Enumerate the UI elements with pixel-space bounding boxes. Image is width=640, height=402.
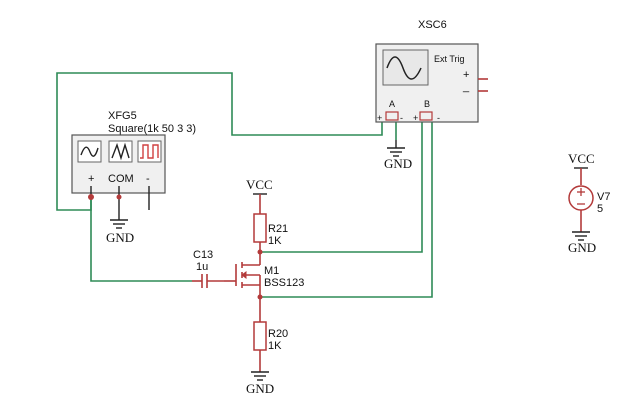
fg-plus-label: + bbox=[88, 173, 94, 185]
wire-fg-plus-to-scope-a bbox=[56, 72, 383, 211]
channel-b-label: B bbox=[424, 99, 430, 109]
mosfet-m1[interactable] bbox=[224, 262, 261, 288]
ext-trig-minus-label: _ bbox=[462, 81, 470, 93]
v7-value-label: 5 bbox=[597, 203, 603, 215]
junction-drain bbox=[257, 249, 263, 255]
oscilloscope-screen bbox=[382, 49, 429, 86]
scope-ref-label: XSC6 bbox=[418, 19, 447, 31]
gnd-symbol-r20 bbox=[251, 371, 269, 381]
r20-ref-label: R20 bbox=[268, 328, 288, 340]
r21-ref-label: R21 bbox=[268, 223, 288, 235]
channel-b-plus-label: + bbox=[413, 113, 418, 123]
junction-source bbox=[257, 294, 263, 300]
vcc-symbol-v7 bbox=[574, 167, 588, 185]
vcc-symbol-main bbox=[253, 193, 267, 214]
square-wave-button[interactable] bbox=[137, 140, 162, 163]
fg-minus-label: - bbox=[146, 173, 150, 185]
oscilloscope-xsc6[interactable]: Ext Trig + _ A B + - + - bbox=[375, 43, 488, 123]
fg-settings-label: Square(1k 50 3 3) bbox=[108, 123, 196, 135]
m1-part-label: BSS123 bbox=[264, 277, 304, 289]
gnd-symbol-fg bbox=[110, 210, 128, 229]
capacitor-c13[interactable] bbox=[192, 274, 224, 288]
v7-ref-label: V7 bbox=[597, 191, 610, 203]
vcc-label-main: VCC bbox=[246, 177, 273, 192]
gnd-symbol-v7 bbox=[572, 231, 590, 241]
fg-plus-terminal[interactable] bbox=[88, 194, 94, 200]
gnd-label-scope: GND bbox=[384, 156, 412, 171]
triangle-wave-icon bbox=[111, 142, 130, 161]
channel-b-minus-label: - bbox=[437, 113, 440, 123]
channel-a-plus-label: + bbox=[377, 113, 382, 123]
gnd-symbol-scope bbox=[387, 140, 405, 157]
fg-ref-label: XFG5 bbox=[108, 110, 137, 122]
channel-b-terminal[interactable] bbox=[419, 111, 433, 121]
dc-voltage-source-v7[interactable] bbox=[568, 185, 594, 211]
c13-ref-label: C13 bbox=[193, 249, 213, 261]
fg-com-label: COM bbox=[108, 173, 134, 185]
gnd-label-v7: GND bbox=[568, 240, 596, 255]
channel-a-terminal[interactable] bbox=[385, 111, 399, 121]
r20-value-label: 1K bbox=[268, 340, 282, 352]
function-generator-xfg5[interactable]: + COM - bbox=[71, 134, 166, 210]
wire-fg-plus-to-c13 bbox=[90, 197, 192, 282]
square-wave-icon bbox=[140, 144, 159, 159]
ext-trig-plus-label: + bbox=[463, 69, 469, 81]
c13-value-label: 1u bbox=[196, 261, 208, 273]
fg-com-terminal[interactable] bbox=[116, 194, 122, 200]
m1-ref-label: M1 bbox=[264, 265, 279, 277]
gnd-label-fg: GND bbox=[106, 230, 134, 245]
triangle-wave-button[interactable] bbox=[108, 140, 133, 163]
resistor-r21[interactable] bbox=[253, 213, 267, 243]
sine-wave-icon bbox=[80, 146, 99, 157]
channel-a-minus-label: - bbox=[400, 113, 403, 123]
wire-scope-b-to-drain bbox=[260, 118, 423, 253]
vcc-label-v7: VCC bbox=[568, 151, 595, 166]
channel-a-label: A bbox=[389, 99, 395, 109]
gnd-label-r20: GND bbox=[246, 381, 274, 396]
resistor-r20[interactable] bbox=[253, 321, 267, 351]
ext-trig-label: Ext Trig bbox=[434, 54, 465, 64]
sine-trace-icon bbox=[386, 56, 422, 80]
wire-scope-b-minus-to-source bbox=[260, 118, 433, 298]
r21-value-label: 1K bbox=[268, 235, 282, 247]
